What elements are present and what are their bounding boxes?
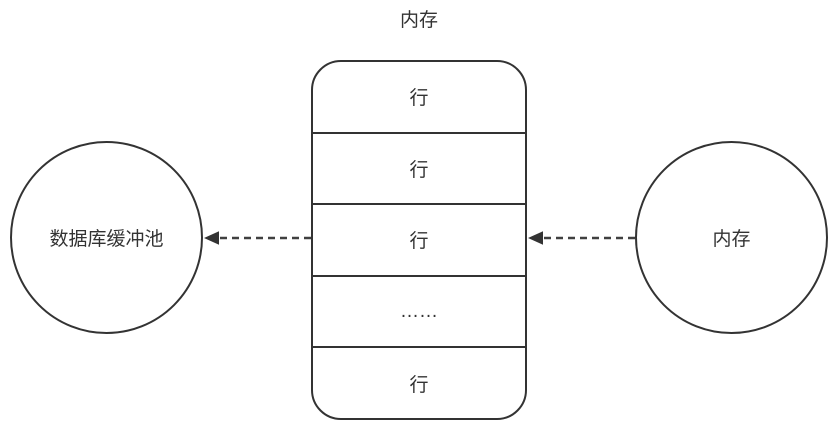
memory-row-3: 行 xyxy=(313,203,525,275)
buffer-pool-circle: 数据库缓冲池 xyxy=(10,141,203,334)
memory-row-ellipsis-label: …… xyxy=(400,300,438,322)
memory-row-2-label: 行 xyxy=(409,159,429,181)
memory-row-1-label: 行 xyxy=(409,88,429,110)
memory-row-2: 行 xyxy=(313,131,525,204)
memory-row-ellipsis: …… xyxy=(313,274,525,347)
memory-block-title: 内存 xyxy=(399,10,438,31)
memory-row-3-label: 行 xyxy=(409,231,429,253)
memory-row-1: 行 xyxy=(313,62,525,132)
memory-circle: 内存 xyxy=(635,141,828,334)
memory-row-5: 行 xyxy=(313,346,525,418)
dashed-arrow-to-buffer-pool-icon xyxy=(204,231,311,245)
memory-block: 行 行 行 …… 行 xyxy=(311,60,527,420)
buffer-pool-circle-label: 数据库缓冲池 xyxy=(49,229,164,250)
memory-circle-label: 内存 xyxy=(712,229,751,250)
dashed-arrow-to-memory-block-icon xyxy=(528,231,635,245)
memory-row-5-label: 行 xyxy=(409,374,429,396)
